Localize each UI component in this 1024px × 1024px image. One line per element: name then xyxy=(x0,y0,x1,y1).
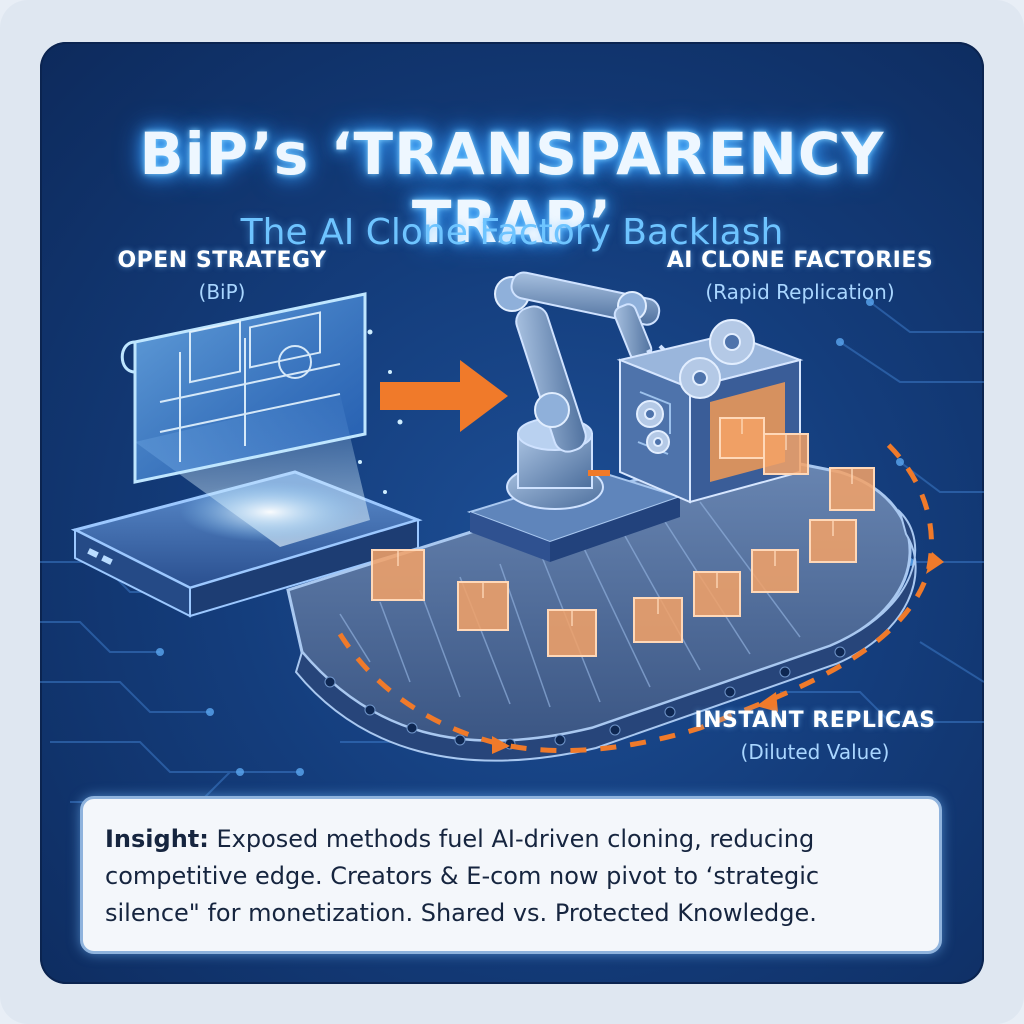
open-strategy-label: OPEN STRATEGY xyxy=(117,248,327,273)
infographic-card: BiP’s ‘TRANSPARENCY TRAP’ The AI Clone F… xyxy=(40,42,984,984)
clone-factories-sublabel: (Rapid Replication) xyxy=(705,280,895,304)
robot-arm-icon xyxy=(466,271,684,562)
insight-text: Insight: Exposed methods fuel AI-driven … xyxy=(105,821,915,932)
page-title: BiP’s ‘TRANSPARENCY TRAP’ xyxy=(139,120,885,256)
instant-replicas-sublabel: (Diluted Value) xyxy=(740,740,890,764)
insight-body: Exposed methods fuel AI-driven cloning, … xyxy=(105,825,820,927)
insight-lead: Insight: xyxy=(105,825,209,853)
open-strategy-sublabel: (BiP) xyxy=(198,280,246,304)
flow-arrows xyxy=(337,435,934,754)
arrow-right-icon xyxy=(380,360,508,432)
blueprint-icon xyxy=(120,292,367,484)
illustration xyxy=(40,271,984,803)
insight-panel: Insight: Exposed methods fuel AI-driven … xyxy=(80,796,942,954)
instant-replicas-label: INSTANT REPLICAS xyxy=(694,708,936,733)
gear-icon xyxy=(636,319,755,454)
page-subtitle: The AI Clone Factory Backlash xyxy=(240,212,784,253)
clone-factories-label: AI CLONE FACTORIES xyxy=(666,248,934,273)
